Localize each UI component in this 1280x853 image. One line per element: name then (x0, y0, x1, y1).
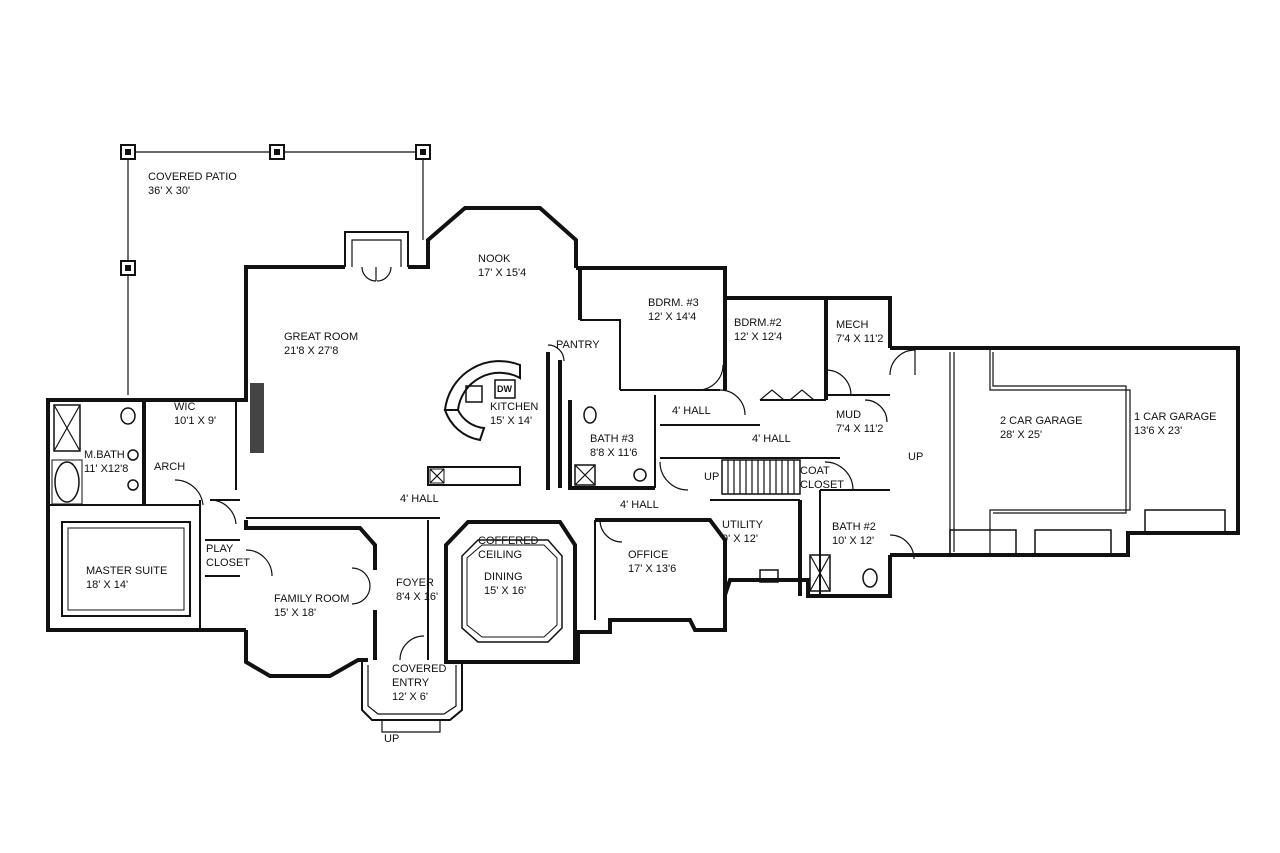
kitchen-name: KITCHEN (490, 401, 538, 413)
foyer-name: FOYER (396, 577, 434, 589)
bdrm2-name: BDRM.#2 (734, 317, 782, 329)
bath3-name: BATH #3 (590, 433, 634, 445)
covered-entry-line2: ENTRY (392, 677, 430, 689)
coat-closet-line1: COAT (800, 465, 830, 477)
nook-size: 17' X 15'4 (478, 267, 526, 279)
mud-name: MUD (836, 409, 861, 421)
coat-closet-line2: CLOSET (800, 479, 844, 491)
kitchen-size: 15' X 14' (490, 415, 532, 427)
mech-size: 7'4 X 11'2 (836, 333, 883, 345)
pantry-name: PANTRY (556, 339, 600, 351)
interior-walls (48, 268, 1226, 662)
nook-name: NOOK (478, 253, 511, 265)
patio-post (125, 265, 131, 271)
mbath-size: 11' X12'8 (84, 463, 128, 475)
patio-post (420, 149, 426, 155)
bdrm3-name: BDRM. #3 (648, 297, 699, 309)
patio-post (274, 149, 280, 155)
covered-entry-size: 12' X 6' (392, 691, 428, 703)
hall-a-name: 4' HALL (672, 405, 711, 417)
garage1-size: 13'6 X 23' (1134, 425, 1182, 437)
mbath-name: M.BATH (84, 449, 125, 461)
family-room-size: 15' X 18' (274, 607, 316, 619)
bdrm3-size: 12' X 14'4 (648, 311, 696, 323)
wic-size: 10'1 X 9' (174, 415, 216, 427)
room-labels: COVERED PATIO 36' X 30' NOOK 17' X 15'4 … (84, 171, 1217, 745)
play-closet-line2: CLOSET (206, 557, 250, 569)
arch-name: ARCH (154, 461, 185, 473)
garage-door (1034, 529, 1112, 556)
utility-size: 9' X 12' (722, 533, 758, 545)
master-suite-name: MASTER SUITE (86, 565, 167, 577)
covered-patio-size: 36' X 30' (148, 185, 190, 197)
family-room-name: FAMILY ROOM (274, 593, 349, 605)
entry-up-label: UP (384, 733, 399, 745)
bath2-size: 10' X 12' (832, 535, 874, 547)
garage2-name: 2 CAR GARAGE (1000, 415, 1083, 427)
mud-up-label: UP (908, 451, 923, 463)
dishwasher-label: DW (497, 384, 512, 394)
garage1-name: 1 CAR GARAGE (1134, 411, 1217, 423)
staircase (721, 459, 801, 495)
office-size: 17' X 13'6 (628, 563, 676, 575)
dining-name: DINING (484, 571, 523, 583)
fireplace (250, 383, 264, 453)
master-bath-fixtures (51, 404, 83, 505)
play-closet-line1: PLAY (206, 543, 234, 555)
coffered-line1: COFFERED (478, 535, 539, 547)
mud-size: 7'4 X 11'2 (836, 423, 883, 435)
foyer-size: 8'4 X 16' (396, 591, 438, 603)
master-suite-size: 18' X 14' (86, 579, 128, 591)
wic-name: WIC (174, 401, 195, 413)
mech-name: MECH (836, 319, 868, 331)
doors (174, 344, 916, 661)
dining-size: 15' X 16' (484, 585, 526, 597)
bath-fixtures (120, 406, 878, 592)
great-room-size: 21'8 X 27'8 (284, 345, 338, 357)
bath2-name: BATH #2 (832, 521, 876, 533)
master-suite-tray (61, 521, 191, 617)
hall-b-name: 4' HALL (752, 433, 791, 445)
coffered-line2: CEILING (478, 549, 522, 561)
bdrm2-size: 12' X 12'4 (734, 331, 782, 343)
kitchen-island: DW (427, 360, 521, 486)
garage-door (1144, 509, 1226, 534)
covered-entry-name: COVERED (392, 663, 446, 675)
hall-c-name: 4' HALL (620, 499, 659, 511)
dining-coffered-ceiling (461, 539, 563, 643)
hall-d-name: 4' HALL (400, 493, 439, 505)
patio-door-frame (344, 231, 409, 282)
great-room-name: GREAT ROOM (284, 331, 358, 343)
garage2-size: 28' X 25' (1000, 429, 1042, 441)
garage-door (949, 529, 1017, 556)
bath3-size: 8'8 X 11'6 (590, 447, 637, 459)
covered-patio-name: COVERED PATIO (148, 171, 237, 183)
office-name: OFFICE (628, 549, 668, 561)
stair-up-label: UP (704, 471, 719, 483)
patio-post (125, 149, 131, 155)
covered-patio-structure (120, 144, 431, 395)
utility-name: UTILITY (722, 519, 764, 531)
